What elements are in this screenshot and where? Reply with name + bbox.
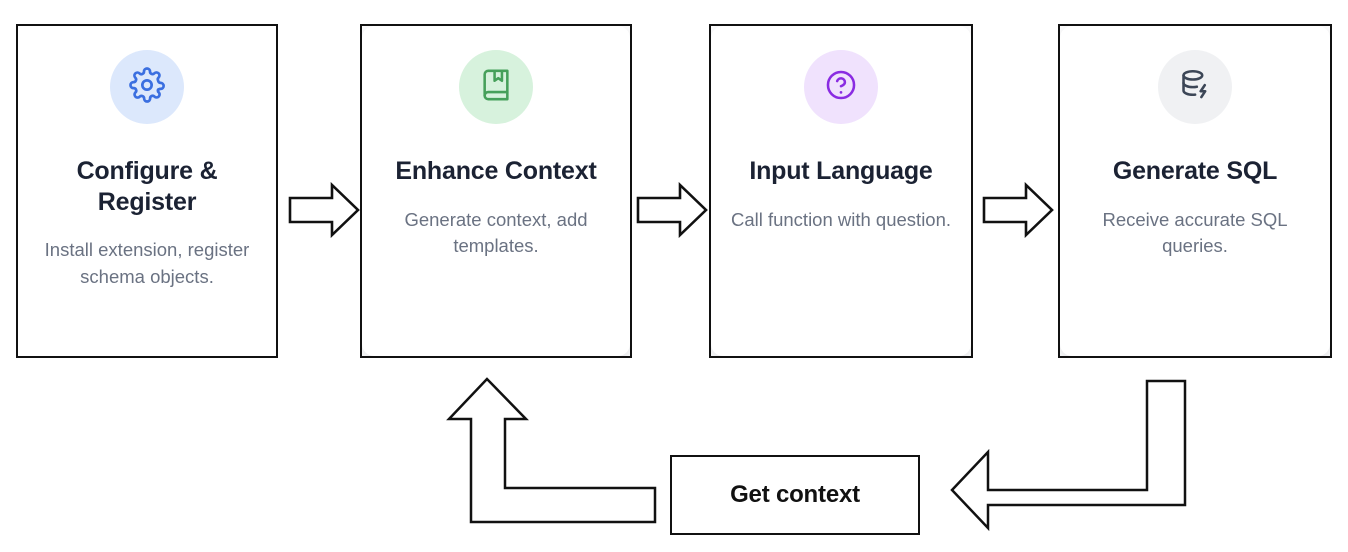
- step-card-enhance-context[interactable]: Enhance Context Generate context, add te…: [360, 24, 632, 358]
- step-card-body: Generate SQL Receive accurate SQL querie…: [1060, 26, 1330, 356]
- step-card-input-language[interactable]: Input Language Call function with questi…: [709, 24, 973, 358]
- step-card-title: Configure & Register: [76, 157, 218, 216]
- gear-icon: [129, 66, 165, 108]
- step-card-body: Input Language Call function with questi…: [711, 26, 971, 356]
- step-card-title: Enhance Context: [395, 157, 597, 185]
- question-circle-icon: [824, 68, 858, 107]
- step-card-title: Generate SQL: [1112, 157, 1278, 185]
- arrow-step3-to-step4: [982, 181, 1054, 239]
- step-card-description: Install extension, register schema objec…: [44, 239, 250, 287]
- step-card-generate-sql[interactable]: Generate SQL Receive accurate SQL querie…: [1058, 24, 1332, 358]
- step-card-title: Input Language: [749, 157, 933, 185]
- database-bolt-icon-badge: [1158, 50, 1232, 124]
- arrow-step4-to-get-context: [950, 379, 1187, 532]
- gear-icon-badge: [110, 50, 184, 124]
- step-card-body: Configure & Register Install extension, …: [18, 26, 276, 356]
- step-card-configure-register[interactable]: Configure & Register Install extension, …: [16, 24, 278, 358]
- arrow-step2-to-step3: [636, 181, 708, 239]
- question-circle-icon-badge: [804, 50, 878, 124]
- step-card-description: Call function with question.: [730, 208, 952, 230]
- get-context-label: Get context: [730, 481, 860, 508]
- book-bookmark-icon-badge: [459, 50, 533, 124]
- book-bookmark-icon: [479, 68, 513, 107]
- arrow-get-context-to-step2: [446, 377, 657, 524]
- step-card-description: Receive accurate SQL queries.: [1102, 208, 1288, 257]
- database-bolt-icon: [1178, 68, 1212, 107]
- get-context-box[interactable]: Get context: [670, 455, 920, 535]
- step-card-body: Enhance Context Generate context, add te…: [362, 26, 630, 356]
- arrow-step1-to-step2: [288, 181, 360, 239]
- step-card-description: Generate context, add templates.: [404, 208, 588, 257]
